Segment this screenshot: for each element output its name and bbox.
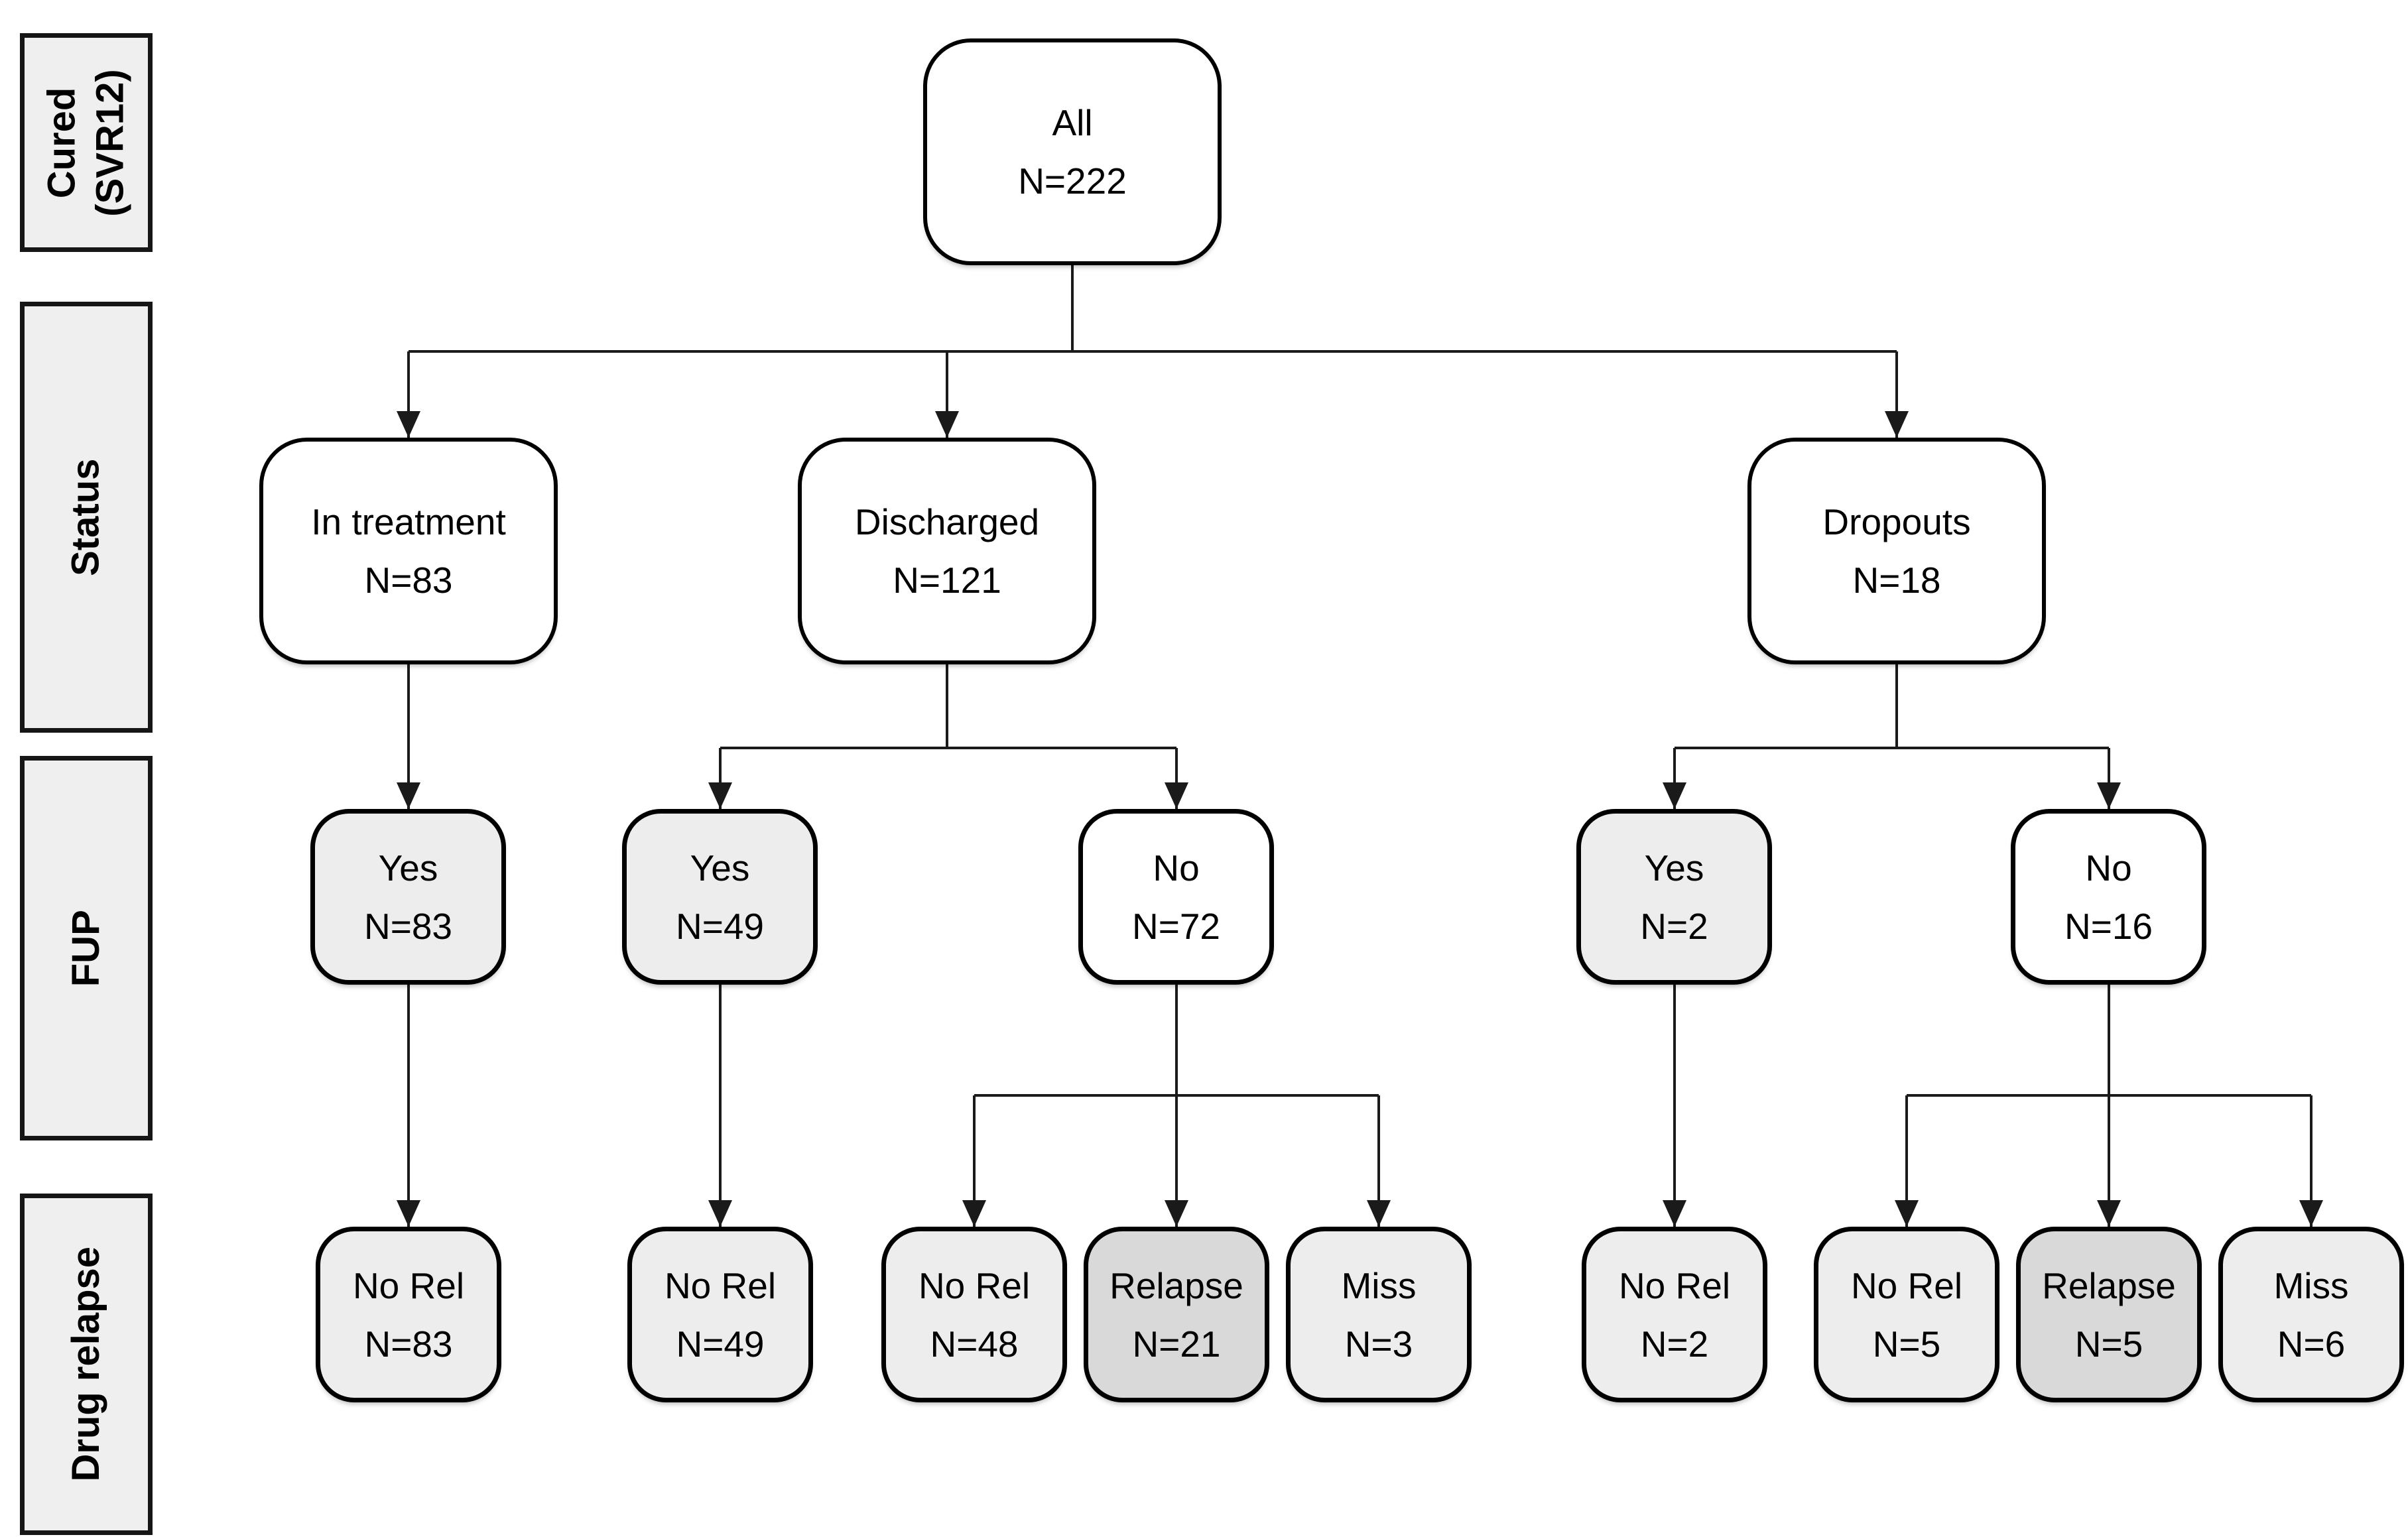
node-fup-dropouts-no-count: N=16 bbox=[2064, 905, 2153, 947]
node-relapse-dropouts-nofup-miss-count: N=6 bbox=[2277, 1323, 2346, 1365]
node-dropouts-count: N=18 bbox=[1852, 560, 1941, 601]
node-relapse-dropouts-fup-norel: No Rel N=2 bbox=[1582, 1227, 1767, 1402]
sidebar-row-fup: FUP bbox=[20, 756, 153, 1140]
node-relapse-discharged-nofup-norel: No Rel N=48 bbox=[881, 1227, 1067, 1402]
node-relapse-dropouts-nofup-norel: No Rel N=5 bbox=[1814, 1227, 1999, 1402]
node-fup-dropouts-yes-count: N=2 bbox=[1640, 905, 1708, 947]
node-relapse-dropouts-fup-norel-label: No Rel bbox=[1618, 1264, 1731, 1306]
node-in-treatment-label: In treatment bbox=[311, 501, 506, 542]
node-relapse-discharged-fup-norel: No Rel N=49 bbox=[627, 1227, 813, 1402]
node-fup-discharged-no-label: No bbox=[1153, 847, 1200, 889]
sidebar-row-cured-svr12: Cured (SVR12) bbox=[20, 33, 153, 252]
node-dropouts-label: Dropouts bbox=[1822, 501, 1971, 542]
node-relapse-discharged-nofup-norel-count: N=48 bbox=[930, 1323, 1019, 1365]
node-discharged: Discharged N=121 bbox=[798, 438, 1096, 664]
node-all: All N=222 bbox=[923, 38, 1222, 265]
node-relapse-treatment-norel: No Rel N=83 bbox=[316, 1227, 501, 1402]
sidebar-label-fup: FUP bbox=[64, 910, 107, 987]
node-discharged-label: Discharged bbox=[854, 501, 1040, 542]
node-fup-treatment-yes-label: Yes bbox=[378, 847, 438, 889]
sidebar-row-drug-relapse: Drug relapse bbox=[20, 1194, 153, 1535]
node-discharged-count: N=121 bbox=[893, 560, 1001, 601]
sidebar-label-drug-relapse: Drug relapse bbox=[64, 1247, 107, 1482]
sidebar-row-status: Status bbox=[20, 302, 153, 733]
node-fup-dropouts-no-label: No bbox=[2085, 847, 2132, 889]
node-relapse-discharged-fup-norel-count: N=49 bbox=[676, 1323, 765, 1365]
node-fup-dropouts-no: No N=16 bbox=[2011, 809, 2206, 985]
node-all-count: N=222 bbox=[1018, 160, 1127, 202]
node-fup-discharged-yes: Yes N=49 bbox=[622, 809, 818, 985]
node-relapse-dropouts-nofup-norel-label: No Rel bbox=[1850, 1264, 1963, 1306]
node-relapse-discharged-fup-norel-label: No Rel bbox=[664, 1264, 777, 1306]
node-relapse-discharged-nofup-relapse-count: N=21 bbox=[1132, 1323, 1221, 1365]
node-relapse-discharged-nofup-miss-count: N=3 bbox=[1344, 1323, 1413, 1365]
sidebar-label-cured-svr12: Cured (SVR12) bbox=[40, 68, 132, 217]
node-in-treatment-count: N=83 bbox=[364, 560, 453, 601]
node-in-treatment: In treatment N=83 bbox=[259, 438, 558, 664]
node-relapse-discharged-nofup-relapse: Relapse N=21 bbox=[1084, 1227, 1269, 1402]
node-relapse-dropouts-fup-norel-count: N=2 bbox=[1640, 1323, 1709, 1365]
node-fup-discharged-yes-label: Yes bbox=[690, 847, 750, 889]
sidebar-label-status: Status bbox=[64, 458, 107, 576]
node-relapse-dropouts-nofup-relapse-count: N=5 bbox=[2074, 1323, 2143, 1365]
node-relapse-discharged-nofup-norel-label: No Rel bbox=[918, 1264, 1031, 1306]
node-relapse-dropouts-nofup-relapse: Relapse N=5 bbox=[2016, 1227, 2202, 1402]
node-relapse-dropouts-nofup-relapse-label: Relapse bbox=[2042, 1264, 2176, 1306]
node-relapse-dropouts-nofup-norel-count: N=5 bbox=[1872, 1323, 1941, 1365]
node-relapse-treatment-norel-label: No Rel bbox=[352, 1264, 465, 1306]
node-relapse-discharged-nofup-relapse-label: Relapse bbox=[1109, 1264, 1243, 1306]
node-relapse-discharged-nofup-miss-label: Miss bbox=[1341, 1264, 1417, 1306]
node-fup-discharged-no-count: N=72 bbox=[1131, 905, 1220, 947]
node-relapse-treatment-norel-count: N=83 bbox=[364, 1323, 453, 1365]
node-dropouts: Dropouts N=18 bbox=[1747, 438, 2046, 664]
node-fup-dropouts-yes: Yes N=2 bbox=[1576, 809, 1772, 985]
node-fup-discharged-no: No N=72 bbox=[1078, 809, 1274, 985]
node-relapse-dropouts-nofup-miss: Miss N=6 bbox=[2218, 1227, 2404, 1402]
node-fup-treatment-yes-count: N=83 bbox=[363, 905, 452, 947]
node-relapse-dropouts-nofup-miss-label: Miss bbox=[2273, 1264, 2349, 1306]
node-fup-treatment-yes: Yes N=83 bbox=[310, 809, 506, 985]
node-relapse-discharged-nofup-miss: Miss N=3 bbox=[1286, 1227, 1472, 1402]
node-all-label: All bbox=[1052, 102, 1093, 143]
node-fup-discharged-yes-count: N=49 bbox=[675, 905, 764, 947]
node-fup-dropouts-yes-label: Yes bbox=[1644, 847, 1704, 889]
